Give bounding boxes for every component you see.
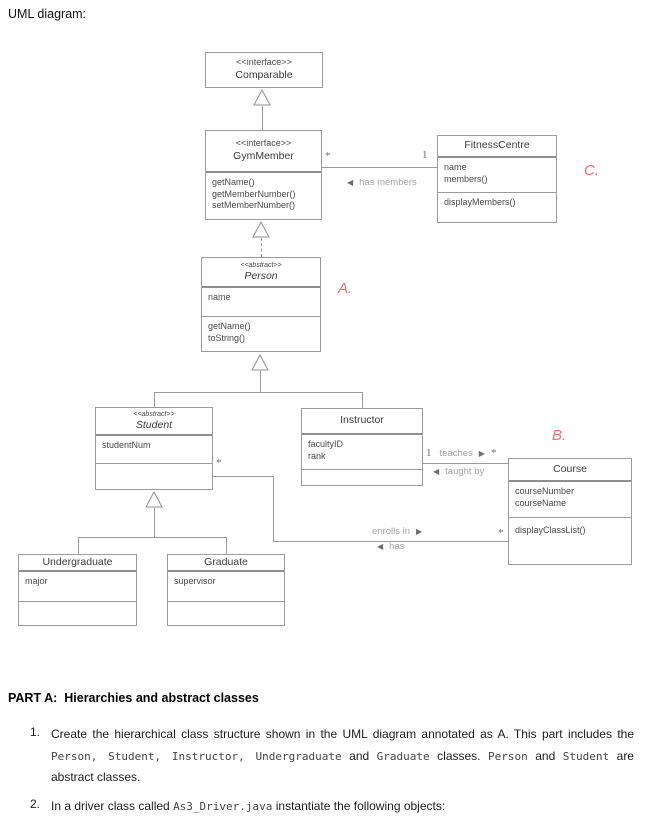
person-methods: getName() toString()	[202, 316, 320, 351]
line-student-children	[78, 537, 226, 538]
class-undergraduate-header: Undergraduate	[19, 555, 136, 572]
annotation-a: A.	[338, 280, 353, 297]
line-gymmember-fitnesscentre	[322, 167, 437, 168]
line-student-course-2	[273, 476, 274, 541]
class-gymmember-header: <<interface>> GymMember	[206, 131, 321, 173]
instructor-empty-section	[302, 469, 422, 485]
class-graduate-header: Graduate	[168, 555, 284, 572]
list-item-text: In a driver class called As3_Driver.java…	[51, 798, 446, 813]
arrow-left-icon: ◀	[377, 542, 384, 551]
fitnesscentre-name: FitnessCentre	[464, 139, 530, 152]
multiplicity-gymmember: *	[325, 150, 331, 162]
line-to-graduate	[226, 537, 227, 554]
arrow-left-icon: ◀	[433, 467, 440, 476]
line-to-instructor	[362, 392, 363, 408]
course-name: Course	[553, 462, 587, 475]
label-enrolls-in: enrolls in▶	[372, 526, 423, 537]
graduate-name: Graduate	[204, 555, 248, 568]
class-instructor-header: Instructor	[302, 409, 422, 435]
arrow-right-icon: ▶	[416, 527, 423, 536]
arrow-right-icon: ▶	[478, 448, 485, 458]
annotation-c: C.	[584, 162, 599, 179]
person-name: Person	[244, 269, 278, 282]
comparable-stereotype: <<interface>>	[236, 57, 292, 68]
label-has: ◀has	[377, 541, 405, 552]
instructor-attributes: facultyID rank	[308, 439, 344, 461]
class-comparable: <<interface>> Comparable	[205, 52, 323, 88]
class-student: <<abstract>> Student studentNum	[95, 407, 213, 490]
comparable-name: Comparable	[235, 69, 293, 82]
arrow-left-icon: ◀	[347, 178, 354, 187]
class-person: <<abstract>> Person name getName() toStr…	[201, 257, 321, 352]
fitnesscentre-attributes: name members()	[444, 162, 488, 184]
line-to-undergraduate	[78, 537, 79, 554]
class-gymmember: <<interface>> GymMember getName() getMem…	[205, 130, 322, 220]
line-gymmember-comparable	[262, 106, 263, 130]
list-item-number: 1.	[30, 725, 41, 739]
multiplicity-course-enrolls: *	[498, 527, 504, 539]
undergraduate-attributes: major	[25, 576, 48, 586]
class-fitnesscentre-header: FitnessCentre	[438, 136, 556, 158]
label-has-members: ◀has members	[347, 177, 417, 188]
annotation-b: B.	[552, 427, 567, 444]
line-student-stem	[154, 508, 155, 537]
person-stereotype: <<abstract>>	[240, 261, 282, 269]
multiplicity-fitnesscentre: 1	[422, 149, 428, 161]
class-graduate: Graduate supervisor	[167, 554, 285, 626]
person-attributes: name	[208, 292, 231, 302]
line-person-children	[154, 392, 362, 393]
student-empty-section	[96, 463, 212, 489]
list-item: 1. Create the hierarchical class structu…	[30, 724, 634, 789]
list-item-number: 2.	[30, 796, 41, 811]
line-student-course-1	[213, 476, 273, 477]
class-comparable-header: <<interface>> Comparable	[206, 53, 322, 87]
gymmember-stereotype: <<interface>>	[235, 138, 292, 149]
course-methods: displayClassList()	[509, 517, 631, 564]
realization-arrow-gymmember	[252, 221, 270, 238]
list-item: 2. In a driver class called As3_Driver.j…	[30, 796, 634, 818]
multiplicity-student: *	[216, 457, 222, 469]
undergraduate-empty-section	[19, 601, 136, 625]
line-instructor-course	[423, 463, 508, 464]
class-fitnesscentre: FitnessCentre name members() displayMemb…	[437, 135, 557, 223]
multiplicity-course-teaches: *	[490, 447, 497, 459]
class-student-header: <<abstract>> Student	[96, 408, 212, 436]
class-instructor: Instructor facultyID rank	[301, 408, 423, 486]
line-person-stem	[260, 371, 261, 392]
class-course-header: Course	[509, 459, 631, 482]
part-a-list: 1. Create the hierarchical class structu…	[30, 724, 634, 820]
fitnesscentre-methods: displayMembers()	[438, 192, 556, 222]
multiplicity-instructor: 1	[426, 447, 432, 459]
line-person-gymmember-dashed	[261, 238, 262, 257]
student-stereotype: <<abstract>>	[133, 410, 175, 418]
gymmember-methods: getName() getMemberNumber() setMemberNum…	[212, 177, 296, 211]
page-title: UML diagram:	[8, 7, 87, 21]
gymmember-name: GymMember	[233, 150, 294, 163]
student-attributes: studentNum	[102, 440, 151, 450]
list-item-text: Create the hierarchical class structure …	[51, 727, 634, 784]
line-student-course-3	[273, 541, 508, 542]
class-course: Course courseNumber courseName displayCl…	[508, 458, 632, 565]
class-undergraduate: Undergraduate major	[18, 554, 137, 626]
undergraduate-name: Undergraduate	[42, 555, 113, 568]
generalization-arrow-person	[251, 354, 269, 371]
generalization-arrow-student	[145, 491, 163, 508]
instructor-name: Instructor	[340, 414, 384, 427]
line-to-student	[154, 392, 155, 407]
class-person-header: <<abstract>> Person	[202, 258, 320, 288]
course-attributes: courseNumber courseName	[515, 486, 575, 508]
label-taught-by: ◀taught by	[433, 466, 485, 477]
part-a-heading: PART A: Hierarchies and abstract classes	[8, 691, 259, 705]
graduate-empty-section	[168, 601, 284, 625]
graduate-attributes: supervisor	[174, 576, 216, 586]
student-name: Student	[135, 418, 173, 431]
generalization-arrow-comparable	[253, 89, 271, 106]
